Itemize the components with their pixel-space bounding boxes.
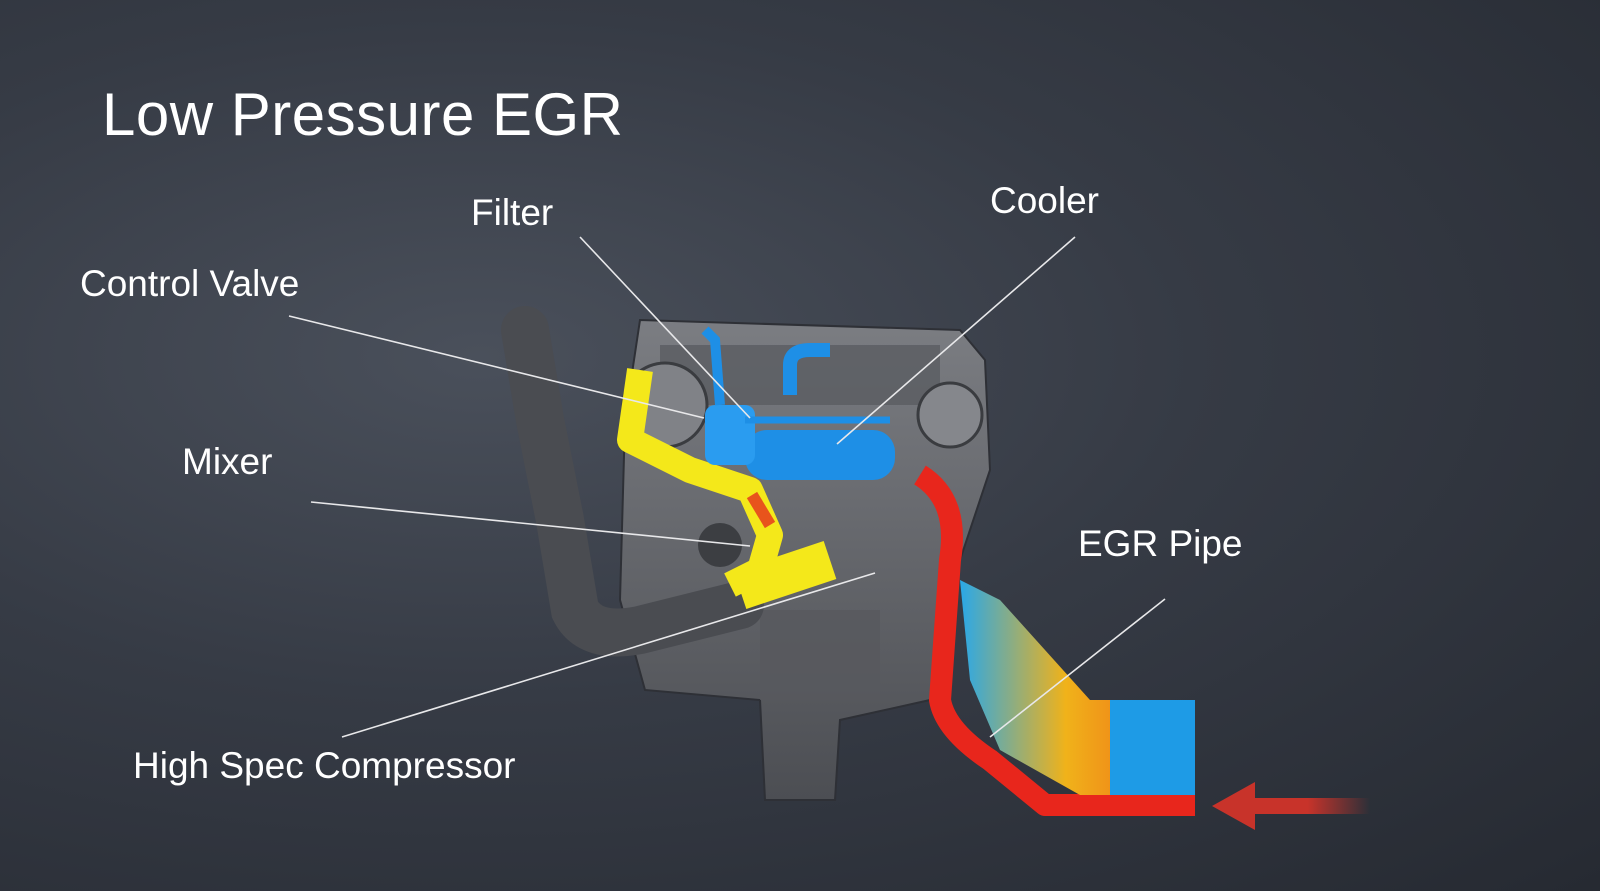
mixer-label: Mixer: [182, 441, 273, 482]
slide-title: Low Pressure EGR: [102, 81, 624, 148]
control-valve-label: Control Valve: [80, 263, 300, 304]
egr-flow-arrow: [746, 491, 776, 529]
intake-hose: [501, 306, 764, 657]
leader-lines: [288, 236, 1166, 738]
egr-pipe-leader: [989, 598, 1166, 738]
exhaust-flow-arrow: [1212, 782, 1370, 830]
cooler-label: Cooler: [990, 180, 1099, 221]
egr-pipe: [913, 465, 1195, 816]
egr-pipe-label: EGR Pipe: [1078, 523, 1243, 564]
cooler-leader: [836, 236, 1076, 445]
compressor-label: High Spec Compressor: [133, 745, 516, 786]
control-valve-leader: [288, 315, 705, 419]
filter-leader: [579, 236, 751, 419]
mixer-leader: [310, 501, 751, 547]
egr-module: [701, 326, 895, 480]
filter-label: Filter: [471, 192, 554, 233]
exhaust-aftertreatment: [960, 580, 1195, 795]
compressor-intake: [733, 541, 837, 609]
compressor-leader: [341, 572, 876, 738]
